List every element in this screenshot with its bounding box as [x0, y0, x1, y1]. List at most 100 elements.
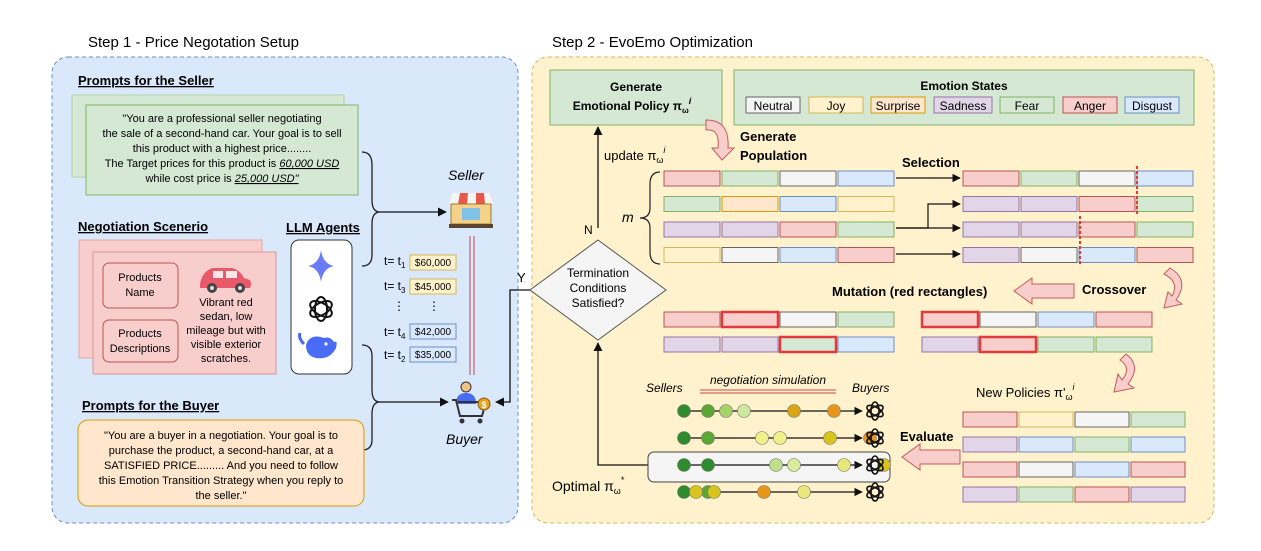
scenario-desc-line: Vibrant red — [199, 297, 253, 309]
termination-diamond — [529, 239, 667, 341]
seller-target-price: 60,000 USD — [279, 158, 339, 170]
offer-time: t= t4 — [384, 325, 406, 341]
new-policy-gene — [962, 461, 1018, 478]
emotion-turn-dot — [737, 404, 751, 418]
buyer-prompt-line: SATISFIED PRICE......... And you need to… — [104, 460, 338, 472]
crossover-gene — [921, 336, 979, 353]
emotion-turn-dot — [677, 458, 691, 472]
termination-text: Conditions — [570, 281, 627, 295]
population-gene — [663, 247, 721, 263]
new-policy-gene — [962, 436, 1018, 453]
products-desc-text: Products — [118, 328, 162, 340]
offer-price-box — [409, 323, 457, 340]
crossover-gene — [920, 310, 980, 329]
population-gene — [663, 221, 721, 238]
buyer-prompt-line: purchase the product, a second-hand car,… — [109, 445, 334, 457]
seller-cost-label: while cost price is — [144, 173, 234, 185]
offer-price: $42,000 — [415, 327, 452, 338]
emotion-turn-dot — [797, 485, 811, 499]
mutation-gene — [720, 310, 780, 329]
evaluate-label: Evaluate — [900, 429, 953, 444]
generate-policy-line: Emotional Policy πωi — [573, 96, 692, 115]
mutation-label: Mutation (red rectangles) — [832, 284, 987, 299]
population-gene — [837, 196, 895, 212]
emotion-turn-dot — [877, 458, 891, 472]
generate-policy-box — [549, 69, 723, 126]
emotion-turn-dot — [707, 485, 721, 499]
llm-agents-box — [290, 239, 353, 375]
new-policy-gene — [1130, 461, 1186, 478]
m-label: m — [622, 209, 634, 225]
population-gene — [779, 247, 837, 263]
crossover-gene — [1037, 336, 1095, 353]
selection-label: Selection — [902, 155, 960, 170]
new-policy-gene — [962, 486, 1018, 503]
emotion-turn-dot — [755, 431, 769, 445]
emotion-turn-dot — [677, 431, 691, 445]
selected-gene — [1020, 247, 1078, 263]
optimal-feedback-arrow — [593, 342, 648, 466]
seller-prompt-line: "You are a professional seller negotiati… — [122, 113, 321, 125]
yes-label: Y — [517, 270, 526, 285]
offer-price: $60,000 — [415, 258, 452, 269]
emotion-turn-dot — [837, 458, 851, 472]
mutation-gene — [837, 311, 895, 328]
population-gene — [779, 221, 837, 238]
products-desc-text: Descriptions — [110, 343, 171, 355]
emotion-turn-dot — [827, 404, 841, 418]
m-brace — [639, 171, 661, 265]
mutation-gene — [837, 336, 895, 353]
policy-strips — [663, 170, 1194, 503]
buyer-prompt-line: "You are a buyer in a negotiation. Your … — [104, 430, 338, 442]
step2-title: Step 2 - EvoEmo Optimization — [552, 34, 753, 51]
selected-gene — [1078, 170, 1136, 187]
emotion-label-joy: Joy — [827, 99, 846, 113]
buyer-prompt-line: the seller." — [196, 490, 247, 502]
emotion-label-surprise: Surprise — [876, 99, 921, 113]
new-policy-gene — [1018, 436, 1074, 453]
population-gene — [837, 247, 895, 263]
products-name-box — [102, 262, 179, 309]
step1-title: Step 1 - Price Negotation Setup — [88, 34, 299, 51]
emotion-swatch-neutral — [745, 96, 801, 114]
openai-icon — [866, 455, 884, 475]
emotion-label-sadness: Sadness — [940, 99, 987, 113]
seller-prompt-card — [85, 104, 359, 196]
emotion-turn-dot — [677, 485, 691, 499]
generate-population-label: Generate — [740, 129, 796, 144]
emotion-states-title: Emotion States — [920, 79, 1008, 93]
evaluate-arrow — [901, 443, 961, 471]
products-name-text: Products — [118, 272, 162, 284]
scenario-heading: Negotiation Scenerio — [78, 219, 208, 234]
update-label: update πωi — [604, 145, 666, 165]
generate-population-arrow — [705, 119, 736, 161]
emotion-turn-dot — [823, 431, 837, 445]
new-policies-arrow — [1113, 353, 1136, 393]
selected-gene — [962, 170, 1020, 187]
emotion-turn-dot — [787, 458, 801, 472]
mutation-gene — [721, 336, 779, 353]
selected-gene — [1078, 221, 1136, 238]
offer-price: $35,000 — [415, 350, 452, 361]
negotiation-simulation-label: negotiation simulation — [710, 373, 826, 387]
openai-icon — [866, 482, 884, 502]
new-policy-gene — [1018, 411, 1074, 428]
emotion-turn-dot — [757, 485, 771, 499]
buyer-cart-icon: $ — [452, 381, 491, 424]
seller-prompt-line: this product with a highest price.......… — [133, 143, 312, 155]
new-policy-gene — [1130, 436, 1186, 453]
optimal-label: Optimal πω* — [552, 475, 625, 496]
buyer-label: Buyer — [446, 431, 484, 447]
generate-policy-line: Generate — [610, 80, 662, 94]
crossover-gene — [1095, 311, 1153, 328]
yes-link-arrow — [495, 289, 532, 407]
mutation-gene — [663, 311, 721, 328]
selected-gene — [1136, 247, 1194, 263]
termination-text: Satisfied? — [572, 296, 625, 310]
population-gene — [837, 170, 895, 187]
emotion-swatch-joy — [808, 96, 864, 114]
emotion-swatch-surprise — [870, 96, 926, 114]
crossover-gene — [1037, 311, 1095, 328]
